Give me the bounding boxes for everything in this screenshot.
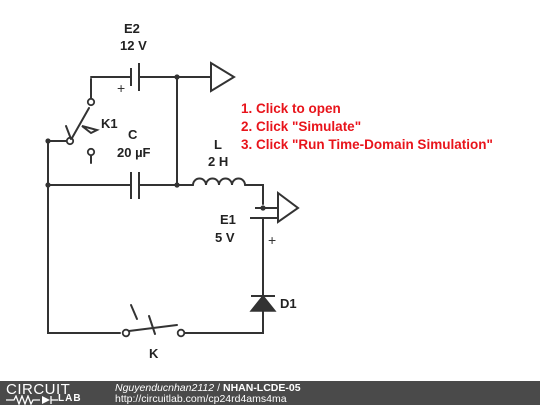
schematic-drawing: + E2 12 V K1 C 20 µF L 2 H	[45, 21, 493, 361]
inductor-l[interactable]	[192, 177, 246, 186]
d1-label: D1	[280, 296, 297, 311]
c-value: 20 µF	[117, 145, 151, 160]
circuit-credit: Nguyenducnhan2112/NHAN-LCDE-05 http://ci…	[115, 383, 301, 405]
l-value: 2 H	[208, 154, 228, 169]
c-label: C	[128, 127, 138, 142]
footer-bar: CIRCUIT LAB Nguyenducnhan2112/NHAN-LCDE-…	[0, 381, 540, 405]
instruction-3: 3. Click "Run Time-Domain Simulation"	[241, 137, 493, 152]
switch-k1[interactable]	[65, 97, 100, 157]
capacitor-c[interactable]	[130, 172, 140, 199]
wire-diode-to-bottom	[184, 310, 264, 334]
circuit-url[interactable]: http://circuitlab.com/cp24rd4ams4ma	[115, 393, 287, 405]
logo-text-bottom: LAB	[58, 393, 82, 404]
instruction-1: 1. Click to open	[241, 101, 341, 116]
circuit-schematic[interactable]: + E2 12 V K1 C 20 µF L 2 H	[0, 0, 540, 381]
circuitlab-logo[interactable]: CIRCUIT LAB	[6, 381, 96, 405]
circuit-title[interactable]: NHAN-LCDE-05	[222, 382, 301, 394]
probe-top[interactable]	[210, 61, 236, 93]
e2-value: 12 V	[120, 38, 147, 53]
e2-polarity: +	[117, 80, 125, 96]
e1-label: E1	[220, 212, 236, 227]
e2-label: E2	[124, 21, 140, 36]
wire-inductor-to-right	[244, 184, 264, 205]
probe-right[interactable]	[277, 191, 300, 224]
diode-d1[interactable]	[249, 294, 277, 312]
k1-label: K1	[101, 116, 118, 131]
battery-e2[interactable]: +	[117, 63, 140, 96]
switch-k[interactable]	[121, 304, 186, 338]
k-label: K	[149, 346, 159, 361]
author-name[interactable]: Nguyenducnhan2112	[115, 382, 215, 394]
l-label: L	[214, 137, 222, 152]
logo-resistor-icon	[6, 395, 58, 405]
instructions: 1. Click to open 2. Click "Simulate" 3. …	[241, 101, 493, 152]
e1-value: 5 V	[215, 230, 235, 245]
junction-dots	[45, 74, 266, 211]
instruction-2: 2. Click "Simulate"	[241, 119, 361, 134]
credit-separator: /	[217, 382, 220, 394]
logo-text-top: CIRCUIT	[6, 381, 71, 398]
wire-left-vertical	[47, 140, 121, 334]
e1-polarity: +	[268, 232, 276, 248]
